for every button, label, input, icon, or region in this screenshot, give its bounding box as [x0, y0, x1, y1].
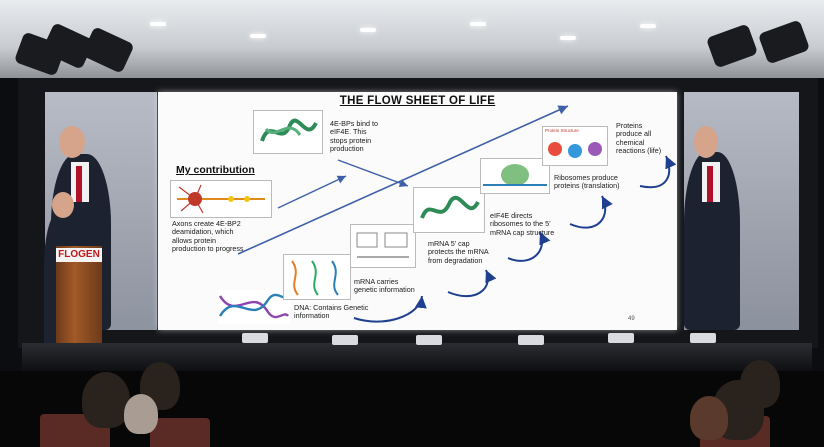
mrna-diagram-image — [283, 254, 351, 300]
contribution-line: production to progress — [172, 244, 244, 254]
step-line: mRNA carries — [354, 277, 399, 286]
contribution-text: Axons create 4E-BP2 deamidation, which a… — [172, 219, 244, 254]
ceiling-light — [560, 36, 576, 40]
step-line: produce all — [616, 129, 652, 139]
step-line: reactions (life) — [616, 146, 662, 156]
stage-light — [332, 335, 358, 345]
stage-light — [416, 335, 442, 345]
curve-arrow — [353, 295, 427, 323]
presenter-face — [52, 192, 74, 218]
neuron-image — [170, 180, 272, 218]
contribution-arrow — [277, 175, 347, 209]
ceiling-light — [360, 28, 376, 32]
stage-floor — [22, 343, 812, 371]
bp-text: 4E-BPs bind to eIF4E. This stops protein… — [330, 119, 378, 154]
stage-light — [690, 333, 716, 343]
step-cap-text: mRNA 5’ cap protects the mRNA from degra… — [428, 239, 489, 265]
curve-arrow — [507, 231, 551, 262]
ceiling — [0, 0, 824, 78]
ribosome-image — [480, 158, 550, 194]
my-contribution-heading: My contribution — [176, 164, 255, 176]
step-line: DNA: Contains Genetic — [294, 303, 369, 312]
stage-light — [242, 333, 268, 343]
dna-helix-image — [218, 290, 290, 324]
ceiling-light — [250, 34, 266, 38]
curve-arrow — [639, 155, 677, 189]
curve-arrow — [569, 195, 613, 229]
step-line: Ribosomes produce — [554, 173, 618, 182]
eif4e-structure-image — [413, 187, 485, 233]
thumb-label: Protein Structure — [545, 128, 579, 133]
step-line: Proteins — [616, 121, 643, 130]
slide-title: THE FLOW SHEET OF LIFE — [339, 95, 496, 107]
audience-head — [82, 372, 130, 428]
podium-sign: FLOGEN — [56, 248, 102, 262]
speaker-face — [694, 126, 718, 158]
contribution-line: allows protein — [172, 235, 216, 245]
contribution-line: deamidation, which — [172, 227, 234, 237]
step-line: genetic information — [354, 285, 415, 295]
podium — [56, 246, 102, 358]
step-mrna-text: mRNA carries genetic information — [354, 277, 415, 295]
step-line: ribosomes to the 5’ — [490, 219, 551, 229]
step-line: mRNA cap structure — [490, 227, 555, 237]
bp-arrow — [337, 159, 409, 188]
step-line: eIF4E directs — [490, 211, 533, 220]
step-line: information — [294, 311, 330, 321]
bp-line: eIF4E. This — [330, 127, 367, 137]
step-line: protects the mRNA — [428, 247, 489, 257]
ceiling-light — [150, 22, 166, 26]
protein-function-image: Protein Structure — [542, 126, 608, 166]
contribution-line: Axons create 4E-BP2 — [172, 219, 241, 228]
stage-light — [608, 333, 634, 343]
slide-arrows — [237, 105, 677, 323]
ceiling-light — [640, 24, 656, 28]
ceiling-light — [470, 22, 486, 26]
step-dna-text: DNA: Contains Genetic information — [294, 303, 369, 321]
seat — [150, 418, 210, 447]
step-line: from degradation — [428, 255, 483, 265]
step-line: mRNA 5’ cap — [428, 239, 470, 248]
side-screen-right — [684, 92, 799, 330]
curve-arrow — [447, 269, 497, 298]
stage-light — [518, 335, 544, 345]
presentation-slide: THE FLOW SHEET OF LIFE 4E-BPs bind to eI… — [158, 92, 677, 330]
bp-line: stops protein — [330, 135, 372, 145]
audience-head — [690, 396, 728, 440]
audience-head — [124, 394, 158, 434]
audience-head — [740, 360, 780, 408]
step-ribosome-text: Ribosomes produce proteins (translation) — [554, 173, 620, 191]
tie — [76, 166, 82, 202]
step-line: chemical — [616, 137, 645, 147]
bp-line: 4E-BPs bind to — [330, 119, 378, 128]
tie — [707, 166, 713, 202]
bp-line: production — [330, 144, 364, 154]
step-proteins-text: Proteins produce all chemical reactions … — [616, 121, 662, 156]
step-line: proteins (translation) — [554, 181, 620, 191]
speaker-face — [59, 126, 85, 158]
slide-page-number: 49 — [628, 316, 635, 322]
protein-structure-image — [253, 110, 323, 154]
mrna-cap-image — [350, 224, 416, 268]
step-eif4e-text: eIF4E directs ribosomes to the 5’ mRNA c… — [490, 211, 555, 237]
